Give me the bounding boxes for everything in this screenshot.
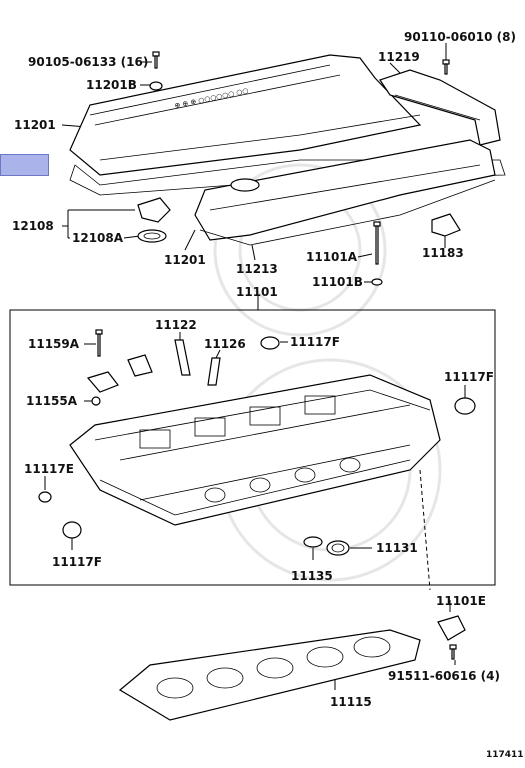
label-11101a[interactable]: 11101A <box>306 250 358 264</box>
head-gasket-11115 <box>118 629 421 721</box>
label-11117e[interactable]: 11117E <box>24 462 74 476</box>
bearing-caps <box>86 354 153 393</box>
label-11101e[interactable]: 11101E <box>436 594 486 608</box>
label-11115[interactable]: 11115 <box>330 695 372 709</box>
cylinder-head-group-frame <box>9 309 496 586</box>
plug-11117f-top <box>260 336 280 350</box>
label-11201b[interactable]: 11201B <box>86 78 137 92</box>
label-12108[interactable]: 12108 <box>12 219 54 233</box>
label-11201[interactable]: 11201 <box>14 118 56 132</box>
label-11101b[interactable]: 11101B <box>312 275 363 289</box>
label-12108a[interactable]: 12108A <box>72 231 124 245</box>
label-11155a[interactable]: 11155A <box>26 394 78 408</box>
label-11117f-bottom[interactable]: 11117F <box>52 555 102 569</box>
tube-11126 <box>207 357 221 386</box>
label-11131[interactable]: 11131 <box>376 541 418 555</box>
gasket-lower <box>199 179 496 246</box>
label-11219[interactable]: 11219 <box>378 50 420 64</box>
label-90110[interactable]: 90110-06010 (8) <box>404 30 516 44</box>
gasket-12108a <box>137 229 167 243</box>
bolt-11101a <box>373 221 381 265</box>
label-11159a[interactable]: 11159A <box>28 337 80 351</box>
label-11126[interactable]: 11126 <box>204 337 246 351</box>
label-11122[interactable]: 11122 <box>155 318 197 332</box>
label-11183[interactable]: 11183 <box>422 246 464 260</box>
head-cover-lower <box>194 139 496 241</box>
part-11183 <box>431 213 461 237</box>
head-cover-upper: ⊕ ⊕ ⊕ ○○○○○○ ○○ <box>69 54 422 176</box>
label-11135[interactable]: 11135 <box>291 569 333 583</box>
bolt-90110 <box>442 59 450 75</box>
plug-11117f-bottom <box>62 521 82 539</box>
label-11201-lower[interactable]: 11201 <box>164 253 206 267</box>
highlight-callout[interactable] <box>0 154 49 176</box>
pin-11155a <box>91 396 101 406</box>
plug-11117e <box>38 491 52 503</box>
label-11117f-right[interactable]: 11117F <box>444 370 494 384</box>
bolt-91511 <box>449 644 457 660</box>
label-11117f-top[interactable]: 11117F <box>290 335 340 349</box>
grommet-11201b <box>149 81 163 91</box>
cover-11219 <box>379 69 501 146</box>
label-11101[interactable]: 11101 <box>236 285 278 299</box>
bolt-90105 <box>152 51 160 69</box>
label-90105[interactable]: 90105-06133 (16) <box>28 55 149 69</box>
seal-11101b <box>371 278 383 286</box>
label-11213[interactable]: 11213 <box>236 262 278 276</box>
oil-cap-12108 <box>137 197 171 223</box>
plug-11117f-right <box>454 397 476 415</box>
seal-11131 <box>326 540 350 556</box>
part-11135 <box>303 536 323 548</box>
gasket-11213 <box>69 159 506 196</box>
figure-number: 117411 <box>486 750 524 760</box>
label-91511[interactable]: 91511-60616 (4) <box>388 669 500 683</box>
cylinder-head-block <box>69 374 441 526</box>
bolt-11159a <box>95 329 103 357</box>
part-11101e <box>437 615 466 641</box>
tube-11122 <box>174 339 191 376</box>
